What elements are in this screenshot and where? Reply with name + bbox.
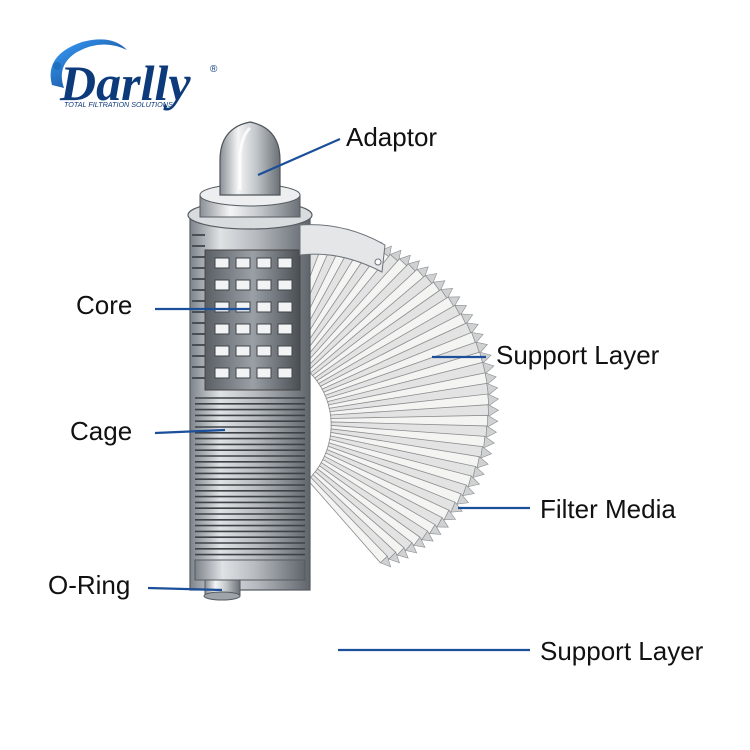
label-o-ring: O-Ring <box>48 570 131 600</box>
pleat-edge <box>460 313 474 325</box>
core-hole <box>214 279 230 291</box>
leader-lines <box>147 137 530 652</box>
core-hole <box>277 323 293 335</box>
label-core: Core <box>76 290 133 320</box>
pleat-edge <box>440 288 454 300</box>
cage-side-grooves <box>192 234 205 379</box>
pleat-edge <box>486 382 499 396</box>
logo-swoosh <box>50 39 127 88</box>
pleat-edge <box>379 555 392 568</box>
pleat-edge <box>398 254 411 267</box>
pleat-edge <box>475 341 488 354</box>
pleat-edge <box>424 273 438 285</box>
pleat-edge <box>413 536 426 548</box>
adaptor-leader <box>257 137 341 177</box>
core-hole <box>256 279 272 291</box>
label-filter-media: Filter Media <box>540 494 676 524</box>
core-hole <box>214 345 230 357</box>
pleat-edge <box>462 484 475 497</box>
core-hole <box>235 345 251 357</box>
pleat-edge <box>456 493 470 505</box>
pleat-edge <box>466 322 479 335</box>
logo-registered-mark: ® <box>210 64 218 75</box>
darlly-logo: Darlly ® TOTAL FILTRATION SOLUTIONS <box>50 39 218 111</box>
logo-tagline: TOTAL FILTRATION SOLUTIONS <box>64 100 173 109</box>
outer-support-band <box>299 224 386 273</box>
logo-wordmark: Darlly <box>59 55 191 111</box>
pleat-edge <box>476 456 489 469</box>
label-support-layer-inner: Support Layer <box>540 636 704 666</box>
pleat-edge <box>480 446 493 459</box>
pleat-edge <box>487 404 500 417</box>
core-hole <box>214 257 230 269</box>
pleat-edge <box>429 524 442 535</box>
label-cage: Cage <box>70 416 133 446</box>
core-hole <box>277 257 293 269</box>
core-hole <box>277 301 293 313</box>
cage-slats <box>195 397 305 556</box>
pleat-edge <box>454 304 467 317</box>
core-perforations <box>214 257 293 379</box>
label-adaptor: Adaptor <box>346 122 438 152</box>
pleat-edge <box>447 296 461 308</box>
core-hole <box>214 323 230 335</box>
pleat-edge <box>467 475 481 488</box>
core-hole <box>235 367 251 379</box>
label-support-layer-outer: Support Layer <box>496 340 660 370</box>
core-hole <box>214 367 230 379</box>
pleat-edge <box>432 280 446 292</box>
pleat-edge <box>389 249 402 262</box>
core-hole <box>256 345 272 357</box>
core-hole <box>256 367 272 379</box>
core-hole <box>256 323 272 335</box>
pleat-edge <box>471 331 484 344</box>
pleat-edge <box>421 530 434 542</box>
core-hole <box>235 301 251 313</box>
pleat-edge <box>405 542 418 554</box>
adaptor-bullet <box>219 121 281 196</box>
pleat-edge <box>483 435 495 449</box>
pleat-edge <box>482 361 495 375</box>
pleat-edge <box>443 509 457 521</box>
core-hole <box>277 367 293 379</box>
o-ring-leader <box>147 586 223 592</box>
pleat-edge <box>487 414 499 428</box>
pleat-edge <box>436 517 449 528</box>
pleat-edge <box>485 425 498 438</box>
pleat-edge <box>388 551 400 564</box>
core-hole <box>277 345 293 357</box>
core-hole <box>235 323 251 335</box>
pleat-edge <box>484 372 497 385</box>
pleat-edge <box>396 547 409 559</box>
core-hole <box>277 279 293 291</box>
core-hole <box>235 257 251 269</box>
pleat-edge <box>472 465 485 478</box>
core-hole <box>235 279 251 291</box>
pleat-edge <box>407 260 420 273</box>
cage-leader <box>154 428 226 435</box>
core-hole <box>256 301 272 313</box>
pleat-edge <box>416 266 429 279</box>
pleat-edge <box>487 393 500 407</box>
logo-drop <box>53 62 61 70</box>
cartridge-body <box>187 183 313 601</box>
core-hole <box>256 257 272 269</box>
pleat-edge <box>450 501 463 513</box>
core-hole <box>214 301 230 313</box>
pleat-edge <box>380 245 392 258</box>
